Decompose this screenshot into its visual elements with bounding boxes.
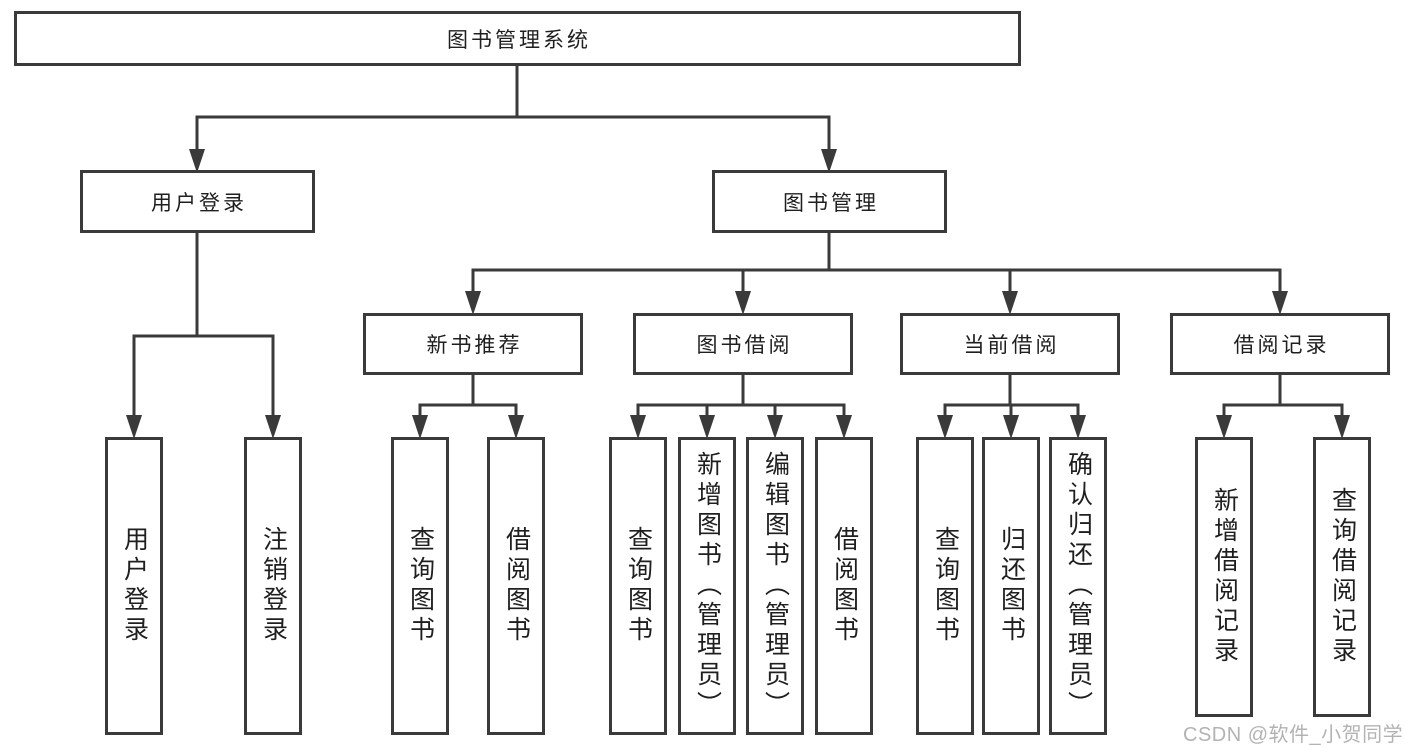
leaf-add-book-admin-label: 新增图书（管理员）: [693, 451, 722, 721]
leaf-return-book-label: 归还图书: [997, 526, 1026, 646]
connector-current-borrow-to-leaves: [937, 375, 1086, 439]
arrow-down: [735, 291, 751, 315]
leaf-borrow-book: 借阅图书: [815, 437, 873, 735]
connector-new-book-recommend-to-leaves: [412, 375, 524, 439]
node-book-management-label: 图书管理: [783, 191, 879, 215]
leaf-add-borrow-record: 新增借阅记录: [1195, 437, 1253, 717]
arrow-down: [630, 415, 646, 439]
leaf-recommend-query-book-label: 查询图书: [406, 526, 435, 646]
node-current-borrow-label: 当前借阅: [963, 334, 1060, 357]
watermark: CSDN @软件_小贺同学: [1183, 724, 1404, 746]
leaf-borrow-query-book-label: 查询图书: [624, 526, 653, 646]
connector-book-borrow-to-leaves: [630, 375, 852, 439]
node-root: 图书管理系统: [14, 11, 1021, 66]
leaf-borrow-book-label: 借阅图书: [830, 526, 859, 646]
arrow-down: [1070, 415, 1086, 439]
leaf-confirm-return-admin-label: 确认归还（管理员）: [1064, 451, 1093, 721]
leaf-logout: 注销登录: [244, 437, 302, 735]
node-borrow-records: 借阅记录: [1170, 313, 1390, 375]
leaf-recommend-query-book: 查询图书: [391, 437, 449, 735]
node-current-borrow: 当前借阅: [900, 313, 1120, 375]
leaf-edit-book-admin: 编辑图书（管理员）: [746, 437, 804, 735]
leaf-logout-label: 注销登录: [259, 526, 288, 646]
leaf-recommend-borrow-book-label: 借阅图书: [502, 526, 531, 646]
leaf-edit-book-admin-label: 编辑图书（管理员）: [761, 451, 790, 721]
arrow-down: [189, 149, 205, 173]
node-book-borrow-label: 图书借阅: [696, 334, 793, 357]
arrow-down: [508, 415, 524, 439]
node-new-book-recommend: 新书推荐: [363, 313, 583, 375]
leaf-return-book: 归还图书: [982, 437, 1040, 735]
arrow-down: [1002, 291, 1018, 315]
arrow-down: [126, 415, 142, 439]
node-user-login: 用户登录: [80, 170, 315, 233]
leaf-query-borrow-record: 查询借阅记录: [1313, 437, 1371, 717]
connector-borrow-records-to-leaves: [1216, 375, 1350, 439]
arrow-down: [465, 291, 481, 315]
leaf-add-borrow-record-label: 新增借阅记录: [1210, 487, 1239, 667]
arrow-down: [1216, 415, 1232, 439]
node-root-label: 图书管理系统: [447, 28, 591, 52]
leaf-current-query-book-label: 查询图书: [931, 526, 960, 646]
connector-root-to-level2: [189, 66, 837, 173]
leaf-query-borrow-record-label: 查询借阅记录: [1328, 487, 1357, 667]
connector-user-login-to-leaves: [126, 233, 281, 439]
arrow-down: [412, 415, 428, 439]
leaf-user-login: 用户登录: [105, 437, 163, 735]
leaf-user-login-label: 用户登录: [120, 526, 149, 646]
arrow-down: [1334, 415, 1350, 439]
leaf-confirm-return-admin: 确认归还（管理员）: [1049, 437, 1107, 735]
leaf-current-query-book: 查询图书: [916, 437, 974, 735]
node-new-book-recommend-label: 新书推荐: [426, 334, 523, 357]
arrow-down: [836, 415, 852, 439]
arrow-down: [265, 415, 281, 439]
arrow-down: [767, 415, 783, 439]
node-user-login-label: 用户登录: [151, 191, 247, 215]
leaf-recommend-borrow-book: 借阅图书: [487, 437, 545, 735]
arrow-down: [699, 415, 715, 439]
node-book-management: 图书管理: [712, 170, 947, 233]
node-book-borrow: 图书借阅: [633, 313, 853, 375]
node-borrow-records-label: 借阅记录: [1233, 334, 1330, 357]
connector-book-management-to-level3: [465, 233, 1288, 315]
arrow-down: [937, 415, 953, 439]
leaf-add-book-admin: 新增图书（管理员）: [678, 437, 736, 735]
arrow-down: [821, 149, 837, 173]
arrow-down: [1272, 291, 1288, 315]
leaf-borrow-query-book: 查询图书: [609, 437, 667, 735]
arrow-down: [1003, 415, 1019, 439]
